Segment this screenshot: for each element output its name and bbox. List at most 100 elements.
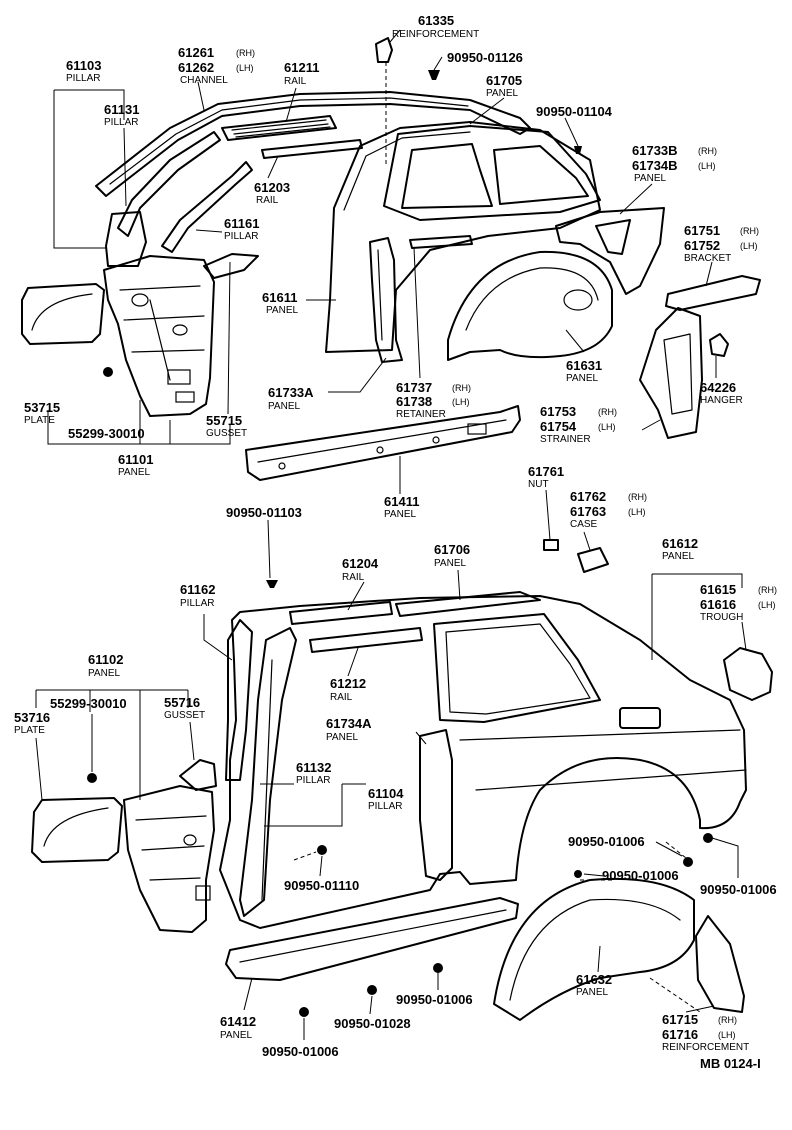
- part-name: TROUGH: [700, 612, 743, 623]
- label-61162: 61162 PILLAR: [180, 582, 215, 609]
- label-53715: 53715 PLATE: [24, 400, 60, 426]
- part-number: 61204: [342, 556, 379, 571]
- nut-90950-01103: [266, 580, 278, 588]
- part-number: 61162: [180, 582, 215, 597]
- part-name: PANEL: [576, 987, 608, 998]
- part-side: (RH): [236, 48, 255, 58]
- part-number: 55716: [164, 695, 200, 710]
- nut-90950-01104: [574, 146, 582, 154]
- plate-53715-shape: [21, 283, 105, 345]
- part-number: 61102: [88, 652, 123, 667]
- label-90950-01028: 90950-01028: [334, 1016, 411, 1031]
- part-number: 61612: [662, 536, 698, 551]
- part-number: 90950-01006: [396, 992, 473, 1007]
- lower-assembly-drawing: [31, 580, 773, 1021]
- part-side: (LH): [452, 397, 470, 407]
- label-61104: 61104 PILLAR: [368, 786, 404, 812]
- part-side: (LH): [236, 63, 254, 73]
- diagram-code: MB 0124-I: [700, 1056, 761, 1071]
- label-61412: 61412 PANEL: [220, 1014, 256, 1041]
- strainer-61753-shape: [639, 307, 703, 439]
- part-number: 90950-01006: [602, 868, 679, 883]
- part-number: 61615: [700, 582, 736, 597]
- part-number: 61335: [418, 13, 454, 28]
- part-name: PANEL: [118, 467, 150, 478]
- part-side: (RH): [628, 492, 647, 502]
- part-name: PANEL: [662, 551, 694, 562]
- part-name: HANGER: [700, 395, 743, 406]
- label-61131: 61131 PILLAR: [104, 102, 139, 128]
- part-number: 61716: [662, 1027, 698, 1042]
- part-number: 61616: [700, 597, 736, 612]
- panel-61632-shape: [493, 877, 695, 1021]
- part-number: 64226: [700, 380, 736, 395]
- part-number: 61752: [684, 238, 720, 253]
- part-name: PLATE: [24, 415, 55, 426]
- label-61705: 61705 PANEL: [486, 73, 522, 99]
- panel-61631-shape: [447, 250, 613, 361]
- part-number: 61751: [684, 223, 720, 238]
- part-name: PANEL: [88, 668, 120, 679]
- label-61611: 61611 PANEL: [262, 290, 298, 316]
- nut-61761-shape: [543, 539, 559, 551]
- hanger-64226-shape: [709, 333, 729, 357]
- part-number: 90950-01006: [700, 882, 777, 897]
- part-name: PILLAR: [180, 598, 214, 609]
- part-number: 61132: [296, 760, 331, 775]
- part-number: 61737: [396, 380, 432, 395]
- label-90950-01126: 90950-01126: [447, 50, 523, 65]
- part-number: 61411: [384, 494, 419, 509]
- nut-90950-01006-b: [703, 833, 713, 843]
- part-name: PANEL: [266, 305, 298, 316]
- part-number: 61705: [486, 73, 522, 88]
- nut-90950-01006-e: [299, 1007, 309, 1017]
- retainer-61737-shape: [409, 235, 473, 249]
- part-name: STRAINER: [540, 434, 591, 445]
- part-number: 61101: [118, 452, 153, 467]
- upper-assembly-drawing: [21, 37, 761, 573]
- pillar-61161-shape: [161, 161, 253, 253]
- part-number: 61161: [224, 216, 259, 231]
- label-61211: 61211 RAIL: [284, 60, 319, 87]
- reinforcement-61715-shape: [695, 915, 745, 1013]
- label-61631: 61631 PANEL: [566, 358, 602, 384]
- body-side-outer-61612-shape: [219, 595, 747, 929]
- part-name: PILLAR: [368, 801, 402, 812]
- part-name: PLATE: [14, 725, 45, 736]
- part-name: PANEL: [634, 173, 666, 184]
- part-number: 90950-01006: [262, 1044, 339, 1059]
- label-61734A: 61734A PANEL: [326, 716, 372, 743]
- label-61132: 61132 PILLAR: [296, 760, 331, 786]
- nut-90950-01126: [428, 70, 440, 80]
- part-name: PANEL: [384, 509, 416, 520]
- part-number: 90950-01028: [334, 1016, 411, 1031]
- part-name: PILLAR: [224, 231, 258, 242]
- part-name: REINFORCEMENT: [392, 29, 479, 40]
- nut-90950-01028: [367, 985, 377, 995]
- label-61738: 61738 (LH) RETAINER: [396, 394, 470, 420]
- label-90950-01006-e: 90950-01006: [262, 1044, 339, 1059]
- part-name: PANEL: [434, 558, 466, 569]
- rail-61212-shape: [309, 627, 423, 653]
- part-number: 61734A: [326, 716, 372, 731]
- label-61101: 61101 PANEL: [118, 452, 153, 478]
- panel-61412-shape: [225, 897, 519, 981]
- label-61716: 61716 (LH) REINFORCEMENT: [662, 1027, 749, 1053]
- label-55715: 55715 GUSSET: [206, 413, 247, 439]
- label-90950-01103: 90950-01103: [226, 505, 302, 520]
- panel-61706-shape: [395, 591, 541, 617]
- part-name: PILLAR: [66, 73, 100, 84]
- part-name: GUSSET: [206, 428, 247, 439]
- label-61616: 61616 (LH) TROUGH: [700, 597, 776, 623]
- panel-61102-shape: [123, 785, 215, 933]
- panel-61733B-shape: [555, 207, 665, 295]
- part-name: RAIL: [256, 195, 279, 206]
- rail-61204-shape: [289, 601, 393, 625]
- part-side: (RH): [718, 1015, 737, 1025]
- part-number: 61632: [576, 972, 612, 987]
- label-61335: 61335 REINFORCEMENT: [392, 13, 479, 40]
- part-number: 61763: [570, 504, 606, 519]
- part-number: 61261: [178, 45, 214, 60]
- rail-61211-shape: [221, 115, 337, 141]
- part-number: 55299-30010: [50, 696, 127, 711]
